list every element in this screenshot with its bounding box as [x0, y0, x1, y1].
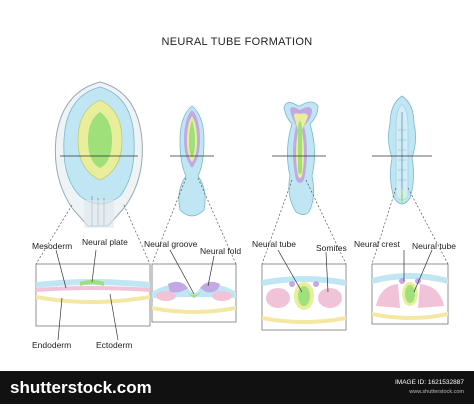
label-neural-crest: Neural crest: [354, 239, 400, 249]
footer-bar: shutterstock.com IMAGE ID: 1621532887 ww…: [0, 371, 474, 404]
label-ectoderm: Ectoderm: [96, 340, 133, 350]
diagram-title: NEURAL TUBE FORMATION: [161, 36, 313, 48]
section-2-content: [152, 281, 236, 314]
connector-lines: [35, 177, 449, 265]
section-3-content: [262, 276, 346, 324]
embryo-stage-2: [178, 105, 206, 217]
label-neural-groove: Neural groove: [144, 239, 198, 249]
label-somites: Somites: [316, 243, 347, 253]
label-neural-tube-stage-3: Neural tube: [252, 239, 296, 249]
embryo-stage-3: [283, 101, 319, 215]
leader-lines: [55, 249, 433, 341]
image-id: IMAGE ID: 1621532887: [394, 379, 464, 386]
label-mesoderm: Mesoderm: [32, 241, 73, 251]
embryo-stage-4: [388, 95, 416, 206]
site-url: www.shutterstock.com: [409, 389, 464, 395]
label-neural-tube-stage-4: Neural tube: [412, 241, 456, 251]
section-1-content: [36, 279, 150, 304]
label-neural-plate: Neural plate: [82, 237, 128, 247]
label-endoderm: Endoderm: [32, 340, 72, 350]
embryo-stage-1: [54, 81, 143, 228]
section-4-content: [372, 273, 448, 320]
brand-logo: shutterstock.com: [10, 378, 152, 397]
label-neural-fold: Neural fold: [200, 246, 242, 256]
